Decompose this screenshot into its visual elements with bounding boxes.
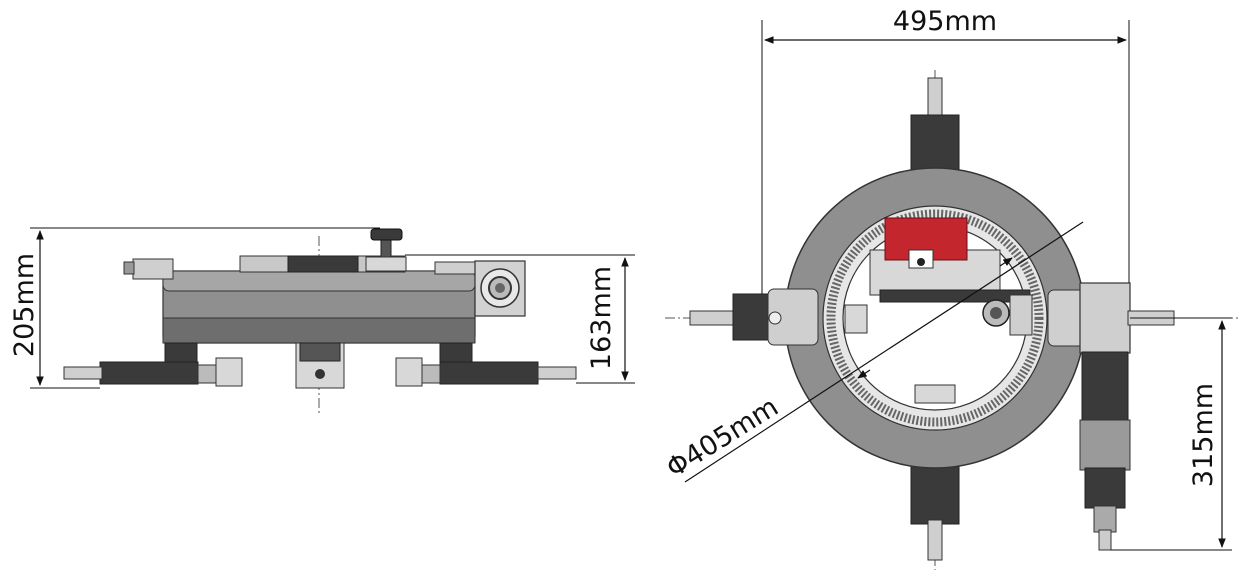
side-top-dark-block <box>287 255 359 273</box>
dim-405-arrow-b <box>999 257 1013 267</box>
side-right-pad <box>434 261 476 275</box>
top-left-clamp-block <box>767 288 819 346</box>
dim-315-label: 315mm <box>1188 383 1219 487</box>
side-left-bracket-small <box>123 261 135 275</box>
gear-teeth-ring <box>826 209 1044 427</box>
dim-205-label: 205mm <box>9 253 40 357</box>
inner-left-tab <box>844 304 868 334</box>
top-left-bracket <box>732 293 774 341</box>
side-left-arm <box>99 361 199 385</box>
side-gearbox-center <box>495 283 505 293</box>
feed-wheel-center <box>990 307 1002 319</box>
motor-nozzle <box>1098 529 1112 551</box>
top-gearbox <box>1079 282 1131 354</box>
side-left-bracket <box>132 258 174 280</box>
top-upper-shaft <box>927 77 943 119</box>
side-right-arm-end <box>537 366 577 380</box>
dim-405-label: Φ405mm <box>661 391 784 484</box>
top-upper-bracket <box>910 114 960 174</box>
side-center-bolt <box>315 369 325 379</box>
side-knob-base <box>365 256 407 272</box>
side-center-block-dark <box>299 342 341 362</box>
dim-405-line <box>684 221 1084 483</box>
side-right-arm <box>439 361 539 385</box>
top-left-shaft <box>689 310 736 326</box>
motor-lower <box>1084 467 1126 509</box>
dim-405-arrow-a <box>857 369 871 379</box>
side-left-arm-mid <box>197 364 219 384</box>
side-left-clamp <box>215 357 243 387</box>
side-view: 205mm 163mm <box>9 227 635 415</box>
top-left-clamp-bolt <box>768 311 782 325</box>
side-body-lower-band <box>162 317 476 344</box>
top-lower-bracket <box>910 465 960 525</box>
side-knob <box>370 228 403 241</box>
motor-grip <box>1079 419 1131 471</box>
side-right-arm-mid <box>419 364 441 384</box>
side-left-arm-end <box>63 366 103 380</box>
tool-post-bolt <box>917 258 925 266</box>
top-lower-shaft <box>927 519 943 561</box>
feed-bracket <box>1009 294 1033 336</box>
dim-163-label: 163mm <box>586 266 617 370</box>
side-right-clamp <box>395 357 423 387</box>
inner-bottom-tab <box>914 384 956 404</box>
side-knob-stem <box>380 237 392 259</box>
motor-fitting <box>1093 505 1117 533</box>
dim-495-label: 495mm <box>893 6 997 37</box>
top-view: 495mm Φ405mm 315mm <box>661 6 1240 570</box>
tool-slide-rail <box>879 289 1031 303</box>
side-body-top-band <box>162 270 476 292</box>
motor-body <box>1081 351 1129 423</box>
